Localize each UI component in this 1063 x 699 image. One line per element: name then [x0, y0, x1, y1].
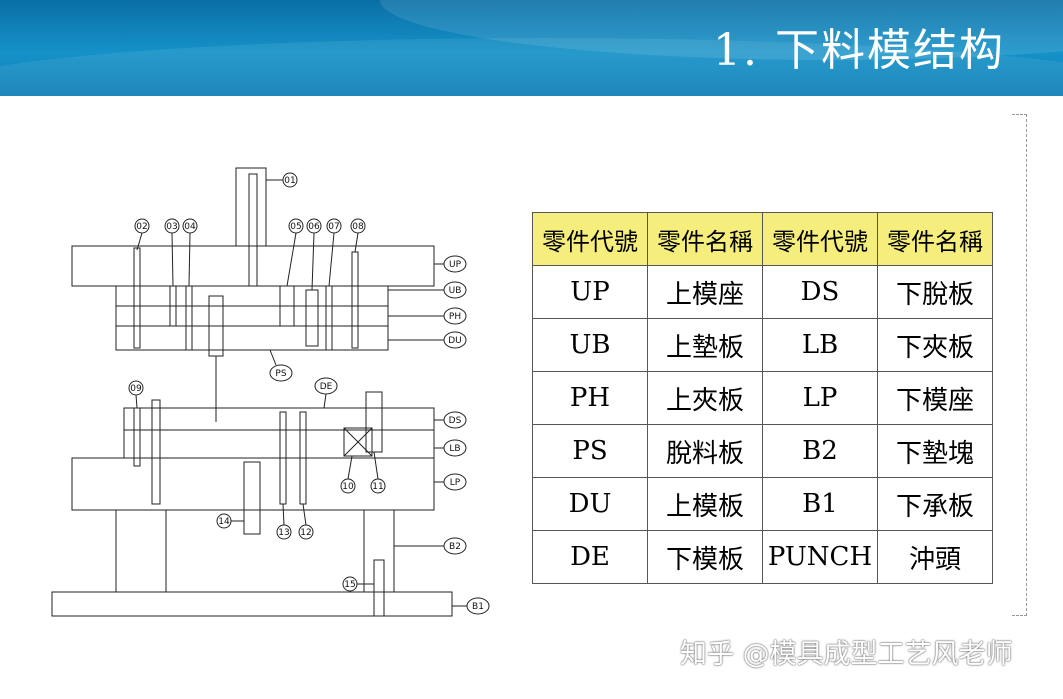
part-no-01: 01 — [284, 176, 295, 186]
watermark: 知乎 @模具成型工艺风老师 — [680, 639, 1013, 670]
table-cell: 下夾板 — [877, 318, 993, 372]
table-cell: LB — [762, 318, 878, 372]
part-no-13: 13 — [278, 528, 289, 538]
table-cell: 上模板 — [647, 477, 763, 531]
slide-header: 1. 下料模结构 — [0, 0, 1063, 96]
part-no-09: 09 — [130, 384, 142, 394]
table-cell: UP — [532, 265, 648, 319]
table-cell: DE — [532, 530, 648, 584]
part-no-02: 02 — [136, 222, 147, 232]
table-cell: PS — [532, 424, 648, 478]
table-cell: PUNCH — [762, 530, 878, 584]
table-cell: 下墊塊 — [877, 424, 993, 478]
header-cell: 零件名稱 — [877, 212, 993, 266]
header-cell: 零件代號 — [532, 212, 648, 266]
table-cell: DS — [762, 265, 878, 319]
parts-table: 零件代號 零件名稱 零件代號 零件名稱 UP 上模座 DS 下脫板 UB 上墊板… — [532, 212, 993, 584]
table-row: PH 上夾板 LP 下模座 — [532, 371, 993, 425]
die-structure-drawing: 01 02 03 04 05 06 07 08 09 10 11 12 13 1… — [51, 167, 490, 617]
dashed-frame — [1012, 114, 1027, 616]
table-header-row: 零件代號 零件名稱 零件代號 零件名稱 — [532, 212, 993, 266]
block-b2-left — [115, 509, 167, 593]
part-no-12: 12 — [300, 528, 311, 538]
plate-label-up: UP — [449, 260, 462, 270]
table-cell: DU — [532, 477, 648, 531]
table-row: UP 上模座 DS 下脫板 — [532, 265, 993, 319]
table-cell: UB — [532, 318, 648, 372]
part-no-07: 07 — [328, 222, 339, 232]
plate-ub — [115, 285, 389, 307]
header-cell: 零件名稱 — [647, 212, 763, 266]
plate-up — [71, 245, 435, 287]
plate-label-lb: LB — [449, 444, 460, 454]
plate-label-ds: DS — [449, 416, 462, 426]
table-cell: 下承板 — [877, 477, 993, 531]
plate-ph — [115, 305, 389, 327]
part-no-08: 08 — [352, 222, 364, 232]
table-row: DU 上模板 B1 下承板 — [532, 477, 993, 531]
part-number-labels: 01 02 03 04 05 06 07 08 09 10 11 12 13 1… — [130, 176, 383, 590]
table-cell: PH — [532, 371, 648, 425]
part-no-10: 10 — [342, 482, 354, 492]
header-wave — [0, 38, 1063, 96]
slide-title: 1. 下料模结构 — [713, 25, 1005, 76]
block-b2-right — [363, 509, 395, 593]
part-no-06: 06 — [308, 222, 320, 232]
table-cell: 下脫板 — [877, 265, 993, 319]
header-cell: 零件代號 — [762, 212, 878, 266]
plate-label-ps: PS — [275, 369, 286, 379]
part-no-04: 04 — [184, 222, 196, 232]
table-cell: 上夾板 — [647, 371, 763, 425]
plate-label-de: DE — [320, 382, 333, 392]
part-no-15: 15 — [344, 580, 355, 590]
plate-du — [115, 325, 389, 351]
plate-labels: UP UB PH DU PS DE DS LB LP B2 B1 — [275, 260, 484, 612]
plate-label-ub: UB — [449, 286, 462, 296]
plate-lp — [71, 457, 435, 511]
table-cell: B2 — [762, 424, 878, 478]
plate-label-lp: LP — [450, 478, 461, 488]
table-cell: 上墊板 — [647, 318, 763, 372]
part-no-14: 14 — [218, 517, 230, 527]
plate-label-ph: PH — [449, 312, 461, 322]
part-no-11: 11 — [372, 482, 383, 492]
table-row: DE 下模板 PUNCH 沖頭 — [532, 530, 993, 584]
plate-label-b2: B2 — [449, 542, 461, 552]
table-row: UB 上墊板 LB 下夾板 — [532, 318, 993, 372]
table-row: PS 脫料板 B2 下墊塊 — [532, 424, 993, 478]
table-cell: 下模座 — [877, 371, 993, 425]
part-callouts — [128, 172, 386, 592]
part-no-03: 03 — [166, 222, 177, 232]
table-cell: 沖頭 — [877, 530, 993, 584]
plate-lb — [123, 429, 435, 459]
plate-label-b1: B1 — [472, 602, 484, 612]
table-cell: 上模座 — [647, 265, 763, 319]
table-cell: LP — [762, 371, 878, 425]
part-no-05: 05 — [290, 222, 301, 232]
plate-label-du: DU — [448, 336, 462, 346]
table-cell: B1 — [762, 477, 878, 531]
plate-ds — [123, 407, 435, 431]
table-cell: 下模板 — [647, 530, 763, 584]
table-cell: 脫料板 — [647, 424, 763, 478]
plate-b1 — [51, 591, 453, 617]
plate-callouts — [269, 255, 490, 615]
